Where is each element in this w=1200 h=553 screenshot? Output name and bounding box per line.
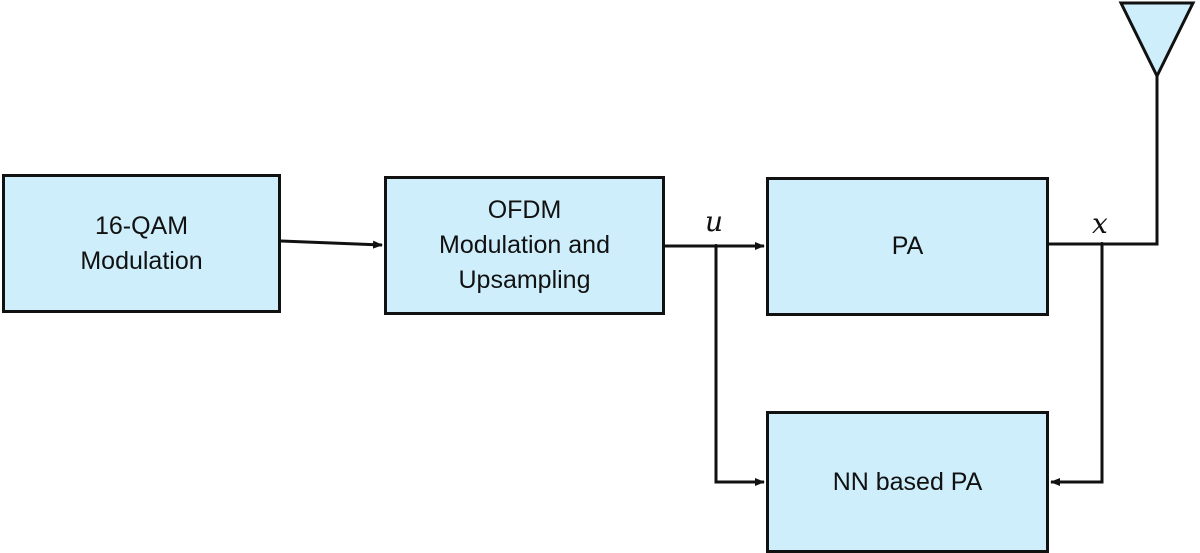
qam-modulation-block: 16-QAM Modulation	[2, 174, 281, 313]
wire-x-to-nn	[1050, 244, 1104, 486]
junction-x	[1100, 242, 1104, 246]
pa-block: PA	[766, 177, 1049, 316]
nn-based-pa-block: NN based PA	[766, 411, 1049, 553]
signal-u-label: u	[705, 205, 724, 238]
antenna-icon	[1118, 1, 1196, 80]
ofdm-modulation-block: OFDM Modulation and Upsampling	[384, 176, 665, 315]
wire-qam-to-ofdm	[280, 239, 383, 249]
signal-x-label: x	[1092, 207, 1108, 240]
junction-u	[714, 244, 718, 248]
wire-pa-to-antenna	[1049, 76, 1159, 246]
wire-u-to-nn	[714, 246, 765, 486]
